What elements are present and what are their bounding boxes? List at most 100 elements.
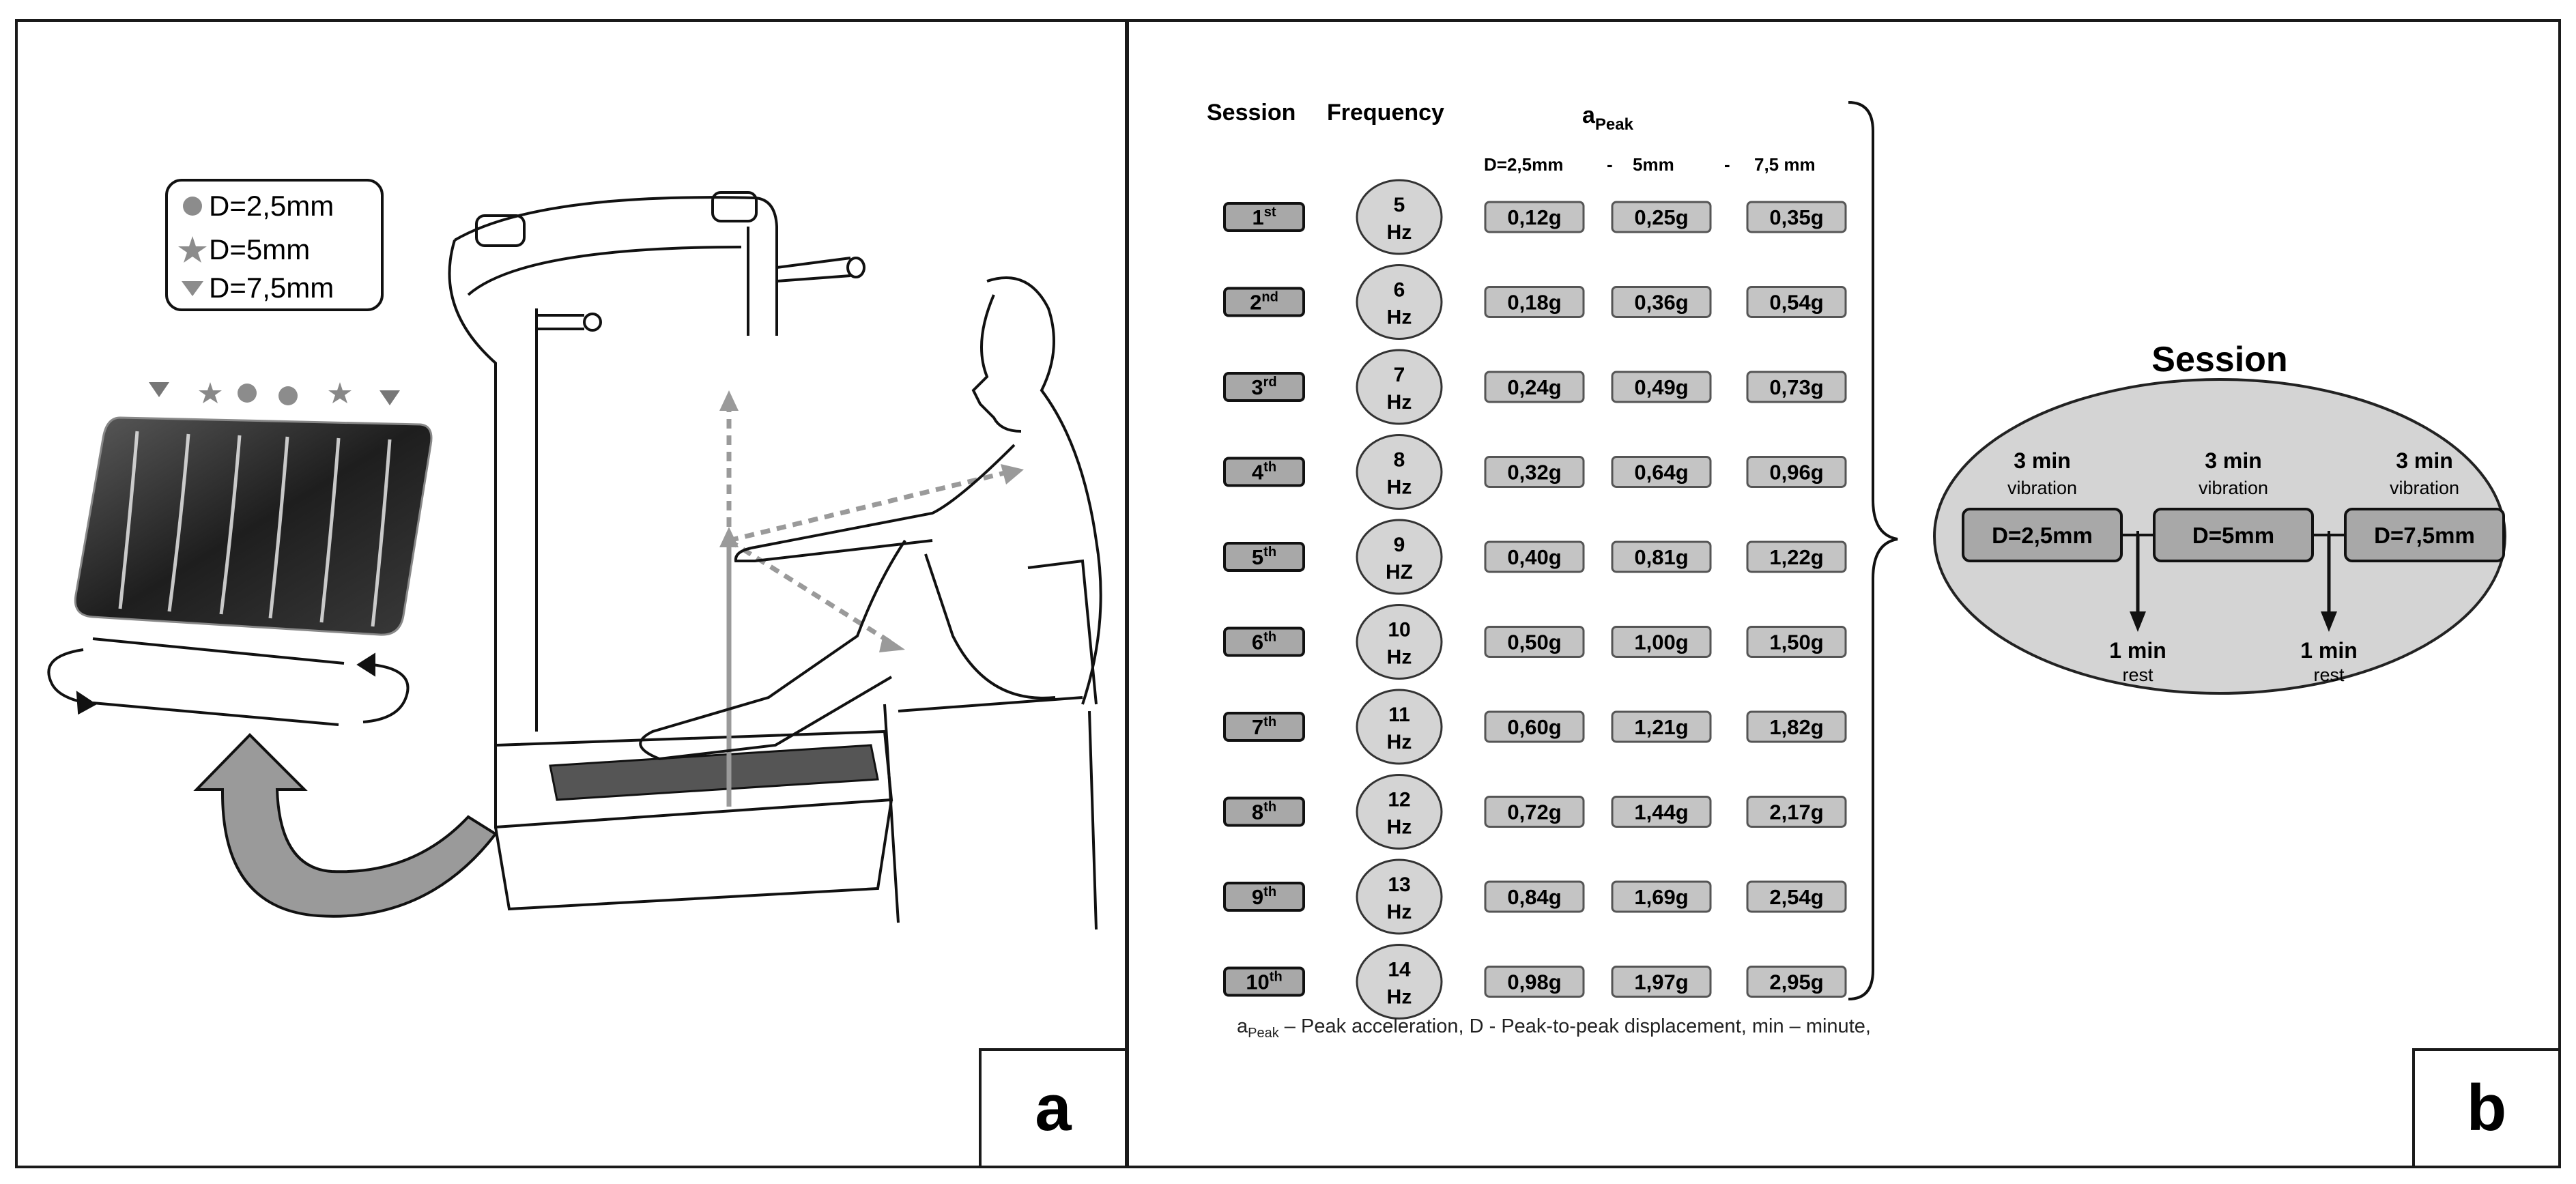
frequency-ellipse [1356, 264, 1443, 340]
apeak-value: 0,96g [1769, 461, 1823, 485]
displacement-step-label: D=7,5mm [2374, 523, 2475, 548]
session-label: 6th [1252, 630, 1276, 654]
apeak-value: 0,54g [1769, 291, 1823, 315]
frequency-value: 5 [1394, 194, 1405, 216]
frequency-unit: Hz [1387, 731, 1412, 753]
apeak-value: 0,98g [1507, 970, 1561, 994]
apeak-value: 1,44g [1634, 800, 1688, 824]
rest-time: 1 min [2109, 638, 2166, 663]
legend-label: D=5mm [209, 233, 310, 265]
apeak-value: 2,95g [1769, 970, 1823, 994]
session-box [1223, 542, 1305, 572]
apeak-box [1746, 966, 1847, 998]
apeak-box [1611, 710, 1712, 743]
frequency-unit: Hz [1387, 816, 1412, 839]
session-box [1223, 966, 1305, 997]
apeak-value: 2,17g [1769, 800, 1823, 824]
session-label: 10th [1246, 970, 1282, 994]
apeak-box [1484, 456, 1585, 488]
displacement-step-label: D=2,5mm [1992, 523, 2093, 548]
apeak-value: 0,72g [1507, 800, 1561, 824]
apeak-box [1611, 540, 1712, 573]
apeak-value: 1,50g [1769, 631, 1823, 654]
frequency-ellipse [1356, 944, 1443, 1020]
frequency-value: 10 [1388, 619, 1410, 641]
illustration-a: D=2,5mm D=5mm D=7,5mm [47, 179, 1102, 930]
apeak-value: 1,00g [1634, 631, 1688, 654]
apeak-value: 1,21g [1634, 715, 1688, 739]
apeak-box [1746, 880, 1847, 913]
session-diagram-title: Session [2151, 340, 2287, 379]
apeak-value: 0,40g [1507, 545, 1561, 569]
session-label: 9th [1252, 884, 1276, 909]
apeak-box [1484, 880, 1585, 913]
apeak-value: 0,32g [1507, 461, 1561, 485]
header-sep: - [1607, 154, 1613, 175]
apeak-value: 1,69g [1634, 885, 1688, 909]
frequency-value: 8 [1394, 449, 1405, 472]
session-table: Session Frequency aPeak D=2,5mm - 5mm - … [1207, 100, 2506, 1020]
session-label: 8th [1252, 800, 1276, 824]
apeak-box [1746, 201, 1847, 233]
apeak-box [1611, 371, 1712, 403]
apeak-value: 2,54g [1769, 885, 1823, 909]
frequency-unit: Hz [1387, 646, 1412, 669]
apeak-box [1484, 966, 1585, 998]
header-d2: 5mm [1633, 154, 1674, 175]
frequency-unit: Hz [1387, 221, 1412, 244]
panel-b-letter: b [2412, 1048, 2561, 1168]
vibration-plate-image [74, 416, 433, 636]
apeak-value: 0,18g [1507, 291, 1561, 315]
session-label: 7th [1252, 714, 1276, 739]
apeak-box [1484, 796, 1585, 828]
apeak-box [1746, 796, 1847, 828]
frequency-ellipse [1356, 604, 1443, 680]
apeak-value: 0,60g [1507, 715, 1561, 739]
frequency-unit: Hz [1387, 306, 1412, 329]
legend-circle-icon [183, 197, 202, 216]
apeak-value: 0,36g [1634, 291, 1688, 315]
seated-person-sketch [639, 276, 1102, 930]
session-label: 1st [1252, 205, 1276, 229]
vibration-time: 3 min [2014, 448, 2071, 473]
apeak-box [1484, 710, 1585, 743]
frequency-value: 11 [1388, 704, 1410, 726]
frequency-ellipse [1356, 179, 1443, 255]
apeak-box [1611, 201, 1712, 233]
apeak-value: 0,24g [1507, 375, 1561, 399]
apeak-value: 1,22g [1769, 545, 1823, 569]
session-label: 2nd [1250, 290, 1278, 315]
footnote: aPeak – Peak acceleration, D - Peak-to-p… [1237, 1015, 1871, 1041]
apeak-box [1746, 371, 1847, 403]
apeak-value: 0,12g [1507, 205, 1561, 229]
frequency-value: 7 [1394, 364, 1405, 386]
apeak-box [1484, 626, 1585, 658]
frequency-unit: Hz [1387, 476, 1412, 499]
header-frequency: Frequency [1327, 100, 1444, 126]
legend-label: D=7,5mm [209, 272, 334, 304]
session-box [1223, 372, 1305, 402]
panel-b: Session Frequency aPeak D=2,5mm - 5mm - … [1126, 19, 2561, 1168]
session-label: 3rd [1251, 375, 1276, 399]
apeak-value: 0,49g [1634, 375, 1688, 399]
rest-label: rest [2313, 665, 2345, 685]
apeak-value: 1,97g [1634, 970, 1688, 994]
apeak-box [1484, 540, 1585, 573]
axis-arrows [719, 390, 1024, 807]
frequency-ellipse [1356, 434, 1443, 510]
header-session: Session [1207, 100, 1296, 126]
frequency-value: 12 [1388, 789, 1410, 811]
session-box [1223, 626, 1305, 657]
session-box [1223, 202, 1305, 232]
apeak-value: 0,73g [1769, 375, 1823, 399]
apeak-box [1746, 540, 1847, 573]
apeak-box [1611, 626, 1712, 658]
